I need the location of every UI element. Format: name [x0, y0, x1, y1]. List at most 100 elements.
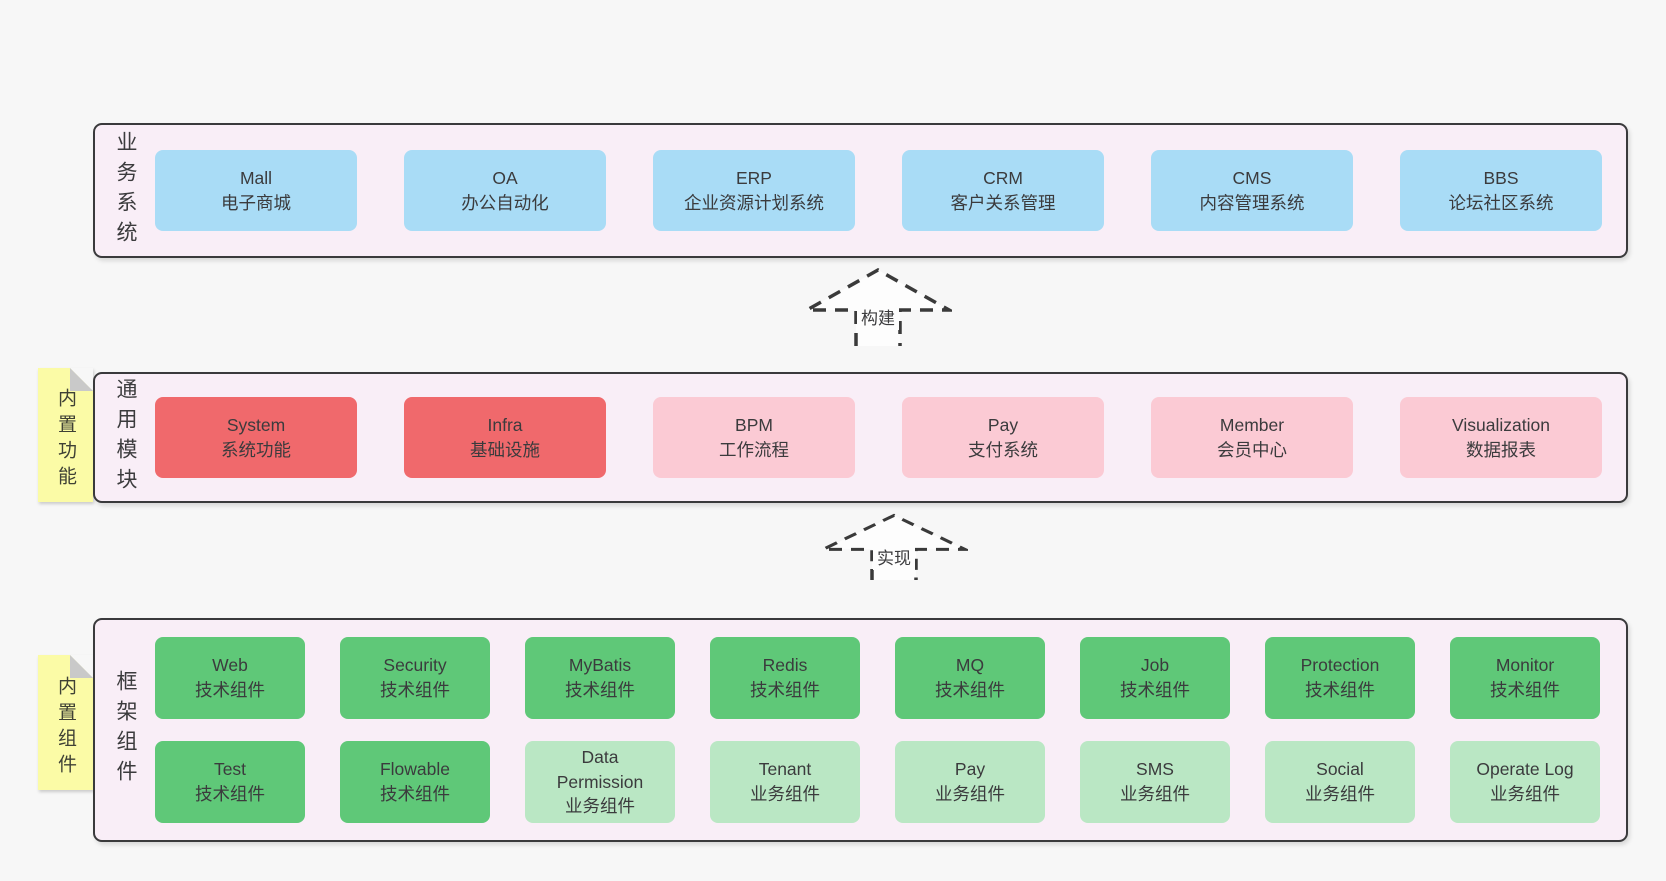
sticky-tab-label: 内置功能 — [55, 388, 76, 492]
band-common-content: System 系统功能 Infra 基础设施 BPM 工作流程 Pay 支付系统… — [155, 397, 1626, 478]
box-pay-system: Pay 支付系统 — [902, 397, 1104, 478]
box-member: Member 会员中心 — [1151, 397, 1353, 478]
band-label-common-modules: 通用模块 — [114, 377, 137, 498]
box-infra: Infra 基础设施 — [404, 397, 606, 478]
box-subtitle: 业务组件 — [1305, 784, 1375, 804]
box-erp: ERP 企业资源计划系统 — [653, 150, 855, 231]
box-subtitle: 工作流程 — [719, 439, 789, 460]
framework-row-technical: Web 技术组件 Security 技术组件 MyBatis 技术组件 Redi… — [155, 637, 1600, 719]
implement-arrow: 实现 — [820, 512, 968, 580]
box-subtitle: 系统功能 — [221, 439, 291, 460]
box-subtitle: 业务组件 — [1490, 784, 1560, 804]
box-name: Pay — [954, 759, 986, 780]
box-name: BPM — [735, 414, 773, 435]
build-arrow: 构建 — [804, 266, 952, 346]
box-subtitle: 电子商城 — [221, 192, 291, 213]
box-social: Social 业务组件 — [1265, 741, 1415, 823]
box-name: Redis — [762, 655, 808, 676]
box-subtitle: 支付系统 — [968, 439, 1038, 460]
band-common-modules: 通用模块 System 系统功能 Infra 基础设施 BPM 工作流程 Pay… — [93, 372, 1628, 503]
box-name: Protection — [1300, 655, 1380, 676]
box-subtitle: 业务组件 — [1120, 784, 1190, 804]
box-subtitle: 办公自动化 — [461, 192, 549, 213]
box-subtitle: 技术组件 — [935, 680, 1005, 700]
box-data-permission: Data Permission 业务组件 — [525, 741, 675, 823]
box-monitor: Monitor 技术组件 — [1450, 637, 1600, 719]
box-mybatis: MyBatis 技术组件 — [525, 637, 675, 719]
box-name: Monitor — [1495, 655, 1555, 676]
band-business-content: Mall 电子商城 OA 办公自动化 ERP 企业资源计划系统 CRM 客户关系… — [155, 150, 1626, 231]
folded-corner-icon — [70, 368, 93, 391]
box-subtitle: 客户关系管理 — [950, 192, 1056, 213]
box-subtitle: 内容管理系统 — [1199, 192, 1305, 213]
box-subtitle: 技术组件 — [195, 680, 265, 700]
box-mall: Mall 电子商城 — [155, 150, 357, 231]
box-mq: MQ 技术组件 — [895, 637, 1045, 719]
band-label-column: 通用模块 — [95, 374, 155, 501]
box-subtitle: 技术组件 — [195, 784, 265, 804]
box-name: Operate Log — [1476, 759, 1574, 780]
band-business-systems: 业务系统 Mall 电子商城 OA 办公自动化 ERP 企业资源计划系统 CRM… — [93, 123, 1628, 258]
box-subtitle: 数据报表 — [1466, 439, 1536, 460]
box-subtitle: 技术组件 — [565, 680, 635, 700]
box-subtitle: 技术组件 — [380, 784, 450, 804]
box-name: ERP — [736, 167, 772, 188]
box-subtitle: 企业资源计划系统 — [684, 192, 824, 213]
box-name: OA — [492, 167, 518, 188]
band-label-column: 业务系统 — [95, 125, 155, 256]
box-web: Web 技术组件 — [155, 637, 305, 719]
box-subtitle: 技术组件 — [380, 680, 450, 700]
box-subtitle: 基础设施 — [470, 439, 540, 460]
box-subtitle: 技术组件 — [1120, 680, 1190, 700]
build-arrow-label: 构建 — [857, 302, 899, 330]
band-label-framework-components: 框架组件 — [114, 670, 137, 790]
box-name: Pay — [987, 414, 1019, 435]
box-name: Member — [1219, 414, 1285, 435]
box-name: Data Permission — [556, 746, 644, 792]
box-sms: SMS 业务组件 — [1080, 741, 1230, 823]
box-subtitle: 业务组件 — [935, 784, 1005, 804]
box-pay-component: Pay 业务组件 — [895, 741, 1045, 823]
box-bbs: BBS 论坛社区系统 — [1400, 150, 1602, 231]
band-label-business-systems: 业务系统 — [114, 130, 137, 251]
box-crm: CRM 客户关系管理 — [902, 150, 1104, 231]
box-redis: Redis 技术组件 — [710, 637, 860, 719]
box-test: Test 技术组件 — [155, 741, 305, 823]
implement-arrow-label: 实现 — [873, 543, 915, 571]
box-name: Security — [383, 655, 447, 676]
box-name: Tenant — [758, 759, 812, 780]
box-oa: OA 办公自动化 — [404, 150, 606, 231]
sticky-tab-built-in-components: 内置组件 — [38, 655, 93, 790]
sticky-tab-built-in-features: 内置功能 — [38, 368, 93, 502]
box-name: Test — [213, 759, 247, 780]
box-bpm: BPM 工作流程 — [653, 397, 855, 478]
box-visualization: Visualization 数据报表 — [1400, 397, 1602, 478]
box-name: MyBatis — [568, 655, 632, 676]
box-subtitle: 业务组件 — [750, 784, 820, 804]
box-tenant: Tenant 业务组件 — [710, 741, 860, 823]
box-name: System — [226, 414, 286, 435]
box-name: CMS — [1232, 167, 1272, 188]
box-operate-log: Operate Log 业务组件 — [1450, 741, 1600, 823]
box-subtitle: 业务组件 — [565, 796, 635, 817]
box-name: Visualization — [1452, 414, 1550, 435]
box-protection: Protection 技术组件 — [1265, 637, 1415, 719]
box-name: Flowable — [379, 759, 451, 780]
box-name: Mall — [239, 167, 273, 188]
box-job: Job 技术组件 — [1080, 637, 1230, 719]
box-name: Social — [1316, 759, 1364, 780]
box-name: MQ — [955, 655, 985, 676]
box-subtitle: 论坛社区系统 — [1448, 192, 1554, 213]
framework-row-business: Test 技术组件 Flowable 技术组件 Data Permission … — [155, 741, 1600, 823]
box-subtitle: 会员中心 — [1217, 439, 1287, 460]
folded-corner-icon — [70, 655, 93, 678]
box-flowable: Flowable 技术组件 — [340, 741, 490, 823]
box-name: SMS — [1136, 759, 1174, 780]
box-system: System 系统功能 — [155, 397, 357, 478]
box-name: Web — [212, 655, 248, 676]
box-security: Security 技术组件 — [340, 637, 490, 719]
box-name: BBS — [1483, 167, 1519, 188]
band-framework-content: Web 技术组件 Security 技术组件 MyBatis 技术组件 Redi… — [155, 637, 1626, 823]
box-subtitle: 技术组件 — [1305, 680, 1375, 700]
